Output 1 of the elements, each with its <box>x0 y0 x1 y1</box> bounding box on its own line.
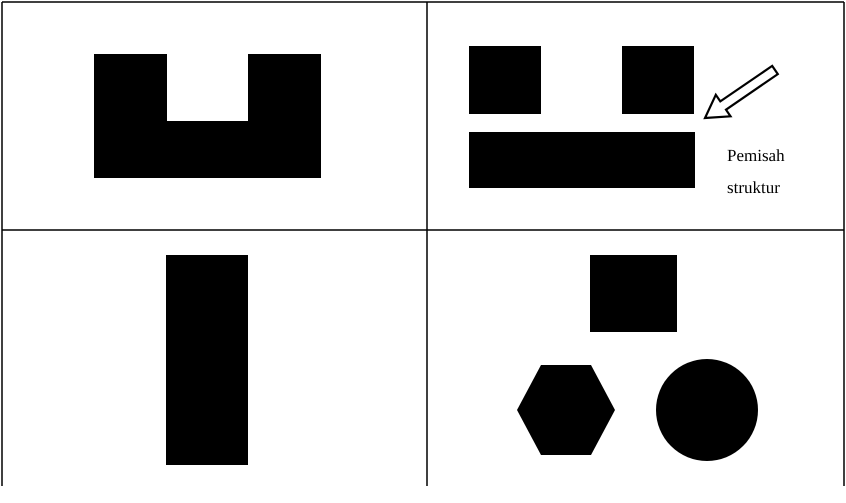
annotation-text: Pemisah struktur <box>727 145 786 199</box>
